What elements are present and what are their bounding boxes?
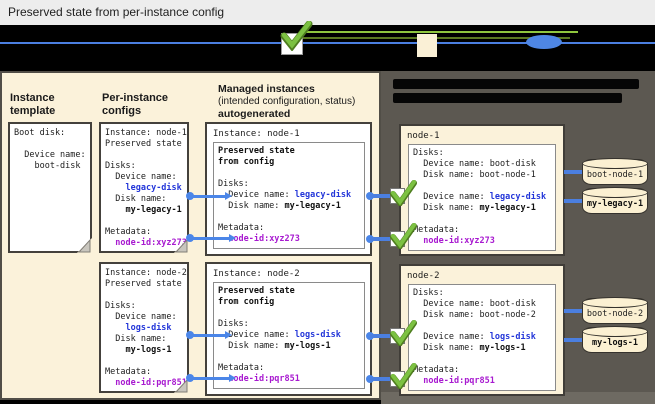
managed-header-sub: (intended configuration, status) (218, 95, 356, 107)
vm-applied-config-box: Disks: Device name: boot-disk Disk name:… (408, 284, 556, 391)
disk-connector-line (564, 170, 582, 174)
disk-cylinder-boot-node-2: boot-node-2 (582, 297, 648, 324)
page-fold-icon (174, 378, 189, 393)
vm-instance-title: node-1 (407, 131, 440, 141)
title-band: Preserved state from per-instance config (0, 0, 655, 25)
blue-oval-icon (526, 35, 562, 49)
legend-green-arrow-line (302, 31, 578, 33)
check-icon (390, 223, 417, 249)
connector-line (190, 195, 228, 198)
instance-template-card: Boot disk: Device name: boot-disk (8, 122, 92, 253)
disk-cylinder-my-legacy-1: my-legacy-1 (582, 187, 648, 214)
check-icon (390, 320, 417, 346)
vm-instance-card-node-2: node-2 Disks: Device name: boot-disk Dis… (399, 264, 565, 396)
disk-cylinder-my-logs-1: my-logs-1 (582, 326, 648, 353)
column-header-managed-instances: Managed instances (intended configuratio… (218, 83, 374, 121)
check-icon (390, 180, 417, 206)
connector-line (370, 377, 391, 381)
disk-connector-line (564, 338, 582, 342)
instance-template-text: Boot disk: Device name: boot-disk (14, 128, 86, 171)
column-header-per-instance-configs: Per-instance configs (102, 92, 169, 117)
connector-line (370, 194, 391, 198)
arrowhead-icon (229, 234, 236, 242)
vm-panel-heading-obscured-line-2 (393, 93, 622, 103)
legend-blue-connector-line (0, 42, 655, 44)
arrowhead-icon (225, 192, 232, 200)
disk-connector-line (564, 199, 582, 203)
disk-cylinder-boot-node-1: boot-node-1 (582, 158, 648, 185)
arrowhead-icon (229, 374, 236, 382)
check-icon (390, 363, 417, 389)
page-title: Preserved state from per-instance config (8, 5, 225, 19)
connector-line (190, 237, 232, 240)
managed-header-bold: Managed instances (218, 83, 315, 95)
cream-square-icon (417, 34, 437, 57)
managed-header-autogenerated: autogenerated (218, 108, 291, 120)
connector-line (370, 237, 391, 241)
managed-instance-title: Instance: node-1 (213, 129, 300, 139)
arrowhead-icon (225, 331, 232, 339)
connector-line (370, 334, 391, 338)
page-fold-icon (174, 238, 189, 253)
vm-instance-title: node-2 (407, 271, 440, 281)
managed-instance-title: Instance: node-2 (213, 269, 300, 279)
vm-applied-config-box: Disks: Device name: boot-disk Disk name:… (408, 144, 556, 251)
disk-connector-line (564, 309, 582, 313)
legend-band (0, 21, 655, 71)
check-icon (280, 21, 313, 51)
connector-line (190, 334, 228, 337)
vm-instance-card-node-1: node-1 Disks: Device name: boot-disk Dis… (399, 124, 565, 256)
connector-line (190, 377, 232, 380)
page-fold-icon (77, 238, 92, 253)
vm-panel-heading-obscured-line-1 (393, 79, 639, 89)
column-header-instance-template: Instance template (10, 92, 56, 117)
